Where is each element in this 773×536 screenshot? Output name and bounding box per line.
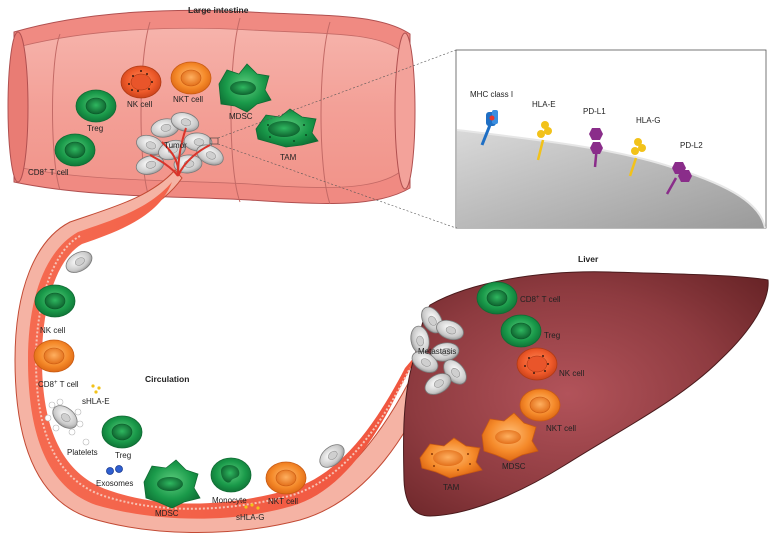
label-inset-hla-g: HLA-G [636, 116, 660, 125]
inset-cell-surface-edge [456, 129, 766, 229]
label-circulation-mdsc: MDSC [155, 509, 179, 518]
circulation-treg-cell [101, 415, 143, 449]
intestine-left-opening [7, 31, 29, 183]
label-liver-metastasis: Metastasis [418, 347, 456, 356]
mhc-class-i-molecule [480, 110, 498, 146]
label-intestine-tam: TAM [280, 153, 297, 162]
label-liver-tam: TAM [443, 483, 460, 492]
label-circulation-shla-e: sHLA-E [82, 397, 110, 406]
intestine-nkt-cell [170, 61, 212, 95]
liver-mdsc-cell [481, 412, 539, 462]
pd-l1-molecule [589, 128, 603, 168]
label-inset-pd-l1: PD-L1 [583, 107, 606, 116]
circulation-exosomes [106, 465, 123, 475]
liver-cd8-cell [476, 281, 518, 315]
label-circulation-shla-g: sHLA-G [236, 513, 264, 522]
tumor-capillaries [149, 127, 211, 177]
label-intestine-mdsc: MDSC [229, 112, 253, 121]
inset-cell-surface [457, 130, 765, 228]
label-intestine-nk-cell: NK cell [127, 100, 153, 109]
label-circulation-nk-cell: NK cell [40, 326, 66, 335]
label-inset-mhc: MHC class I [470, 90, 513, 99]
label-circulation-cd8: CD8+ T cell [38, 380, 79, 389]
label-intestine-tumor: Tumor [164, 141, 187, 150]
liver-nk-cell [516, 347, 558, 381]
intestine-treg-cell [75, 89, 117, 123]
circulation-shla-e [91, 384, 101, 394]
hla-e-molecule [536, 121, 552, 161]
large-intestine [7, 9, 416, 205]
liver-treg-cell [500, 314, 542, 348]
label-inset-hla-e: HLA-E [532, 100, 556, 109]
title-circulation: Circulation [145, 374, 189, 384]
vessel-lumen [28, 182, 422, 519]
label-circulation-nkt-cell: NKT cell [268, 497, 298, 506]
intestine-right-opening [394, 32, 416, 190]
label-circulation-exosomes: Exosomes [96, 479, 133, 488]
label-circulation-treg: Treg [115, 451, 131, 460]
label-liver-cd8: CD8+ T cell [520, 295, 561, 304]
label-circulation-monocyte: Monocyte [212, 496, 247, 505]
label-intestine-nkt-cell: NKT cell [173, 95, 203, 104]
label-liver-nk-cell: NK cell [559, 369, 585, 378]
intestine-nk-cell [120, 65, 162, 99]
hla-g-molecule [628, 138, 646, 177]
liver-organ [402, 271, 769, 517]
title-liver: Liver [578, 254, 599, 264]
circulation-nk-cell [34, 284, 76, 318]
label-intestine-treg: Treg [87, 124, 103, 133]
title-large-intestine: Large intestine [188, 5, 249, 15]
label-liver-treg: Treg [544, 331, 560, 340]
liver-nkt-cell [519, 388, 561, 422]
intestine-mdsc-cell [218, 63, 272, 113]
label-intestine-cd8: CD8+ T cell [28, 168, 69, 177]
circulation-platelet-cluster [44, 398, 90, 446]
circulation-cd8-cell [33, 339, 75, 373]
circulation-mdsc-cell [143, 459, 201, 509]
pd-l2-molecule [665, 162, 692, 195]
label-inset-pd-l2: PD-L2 [680, 141, 703, 150]
circulation-nkt-cell [265, 461, 307, 495]
liver-tam-cell [419, 437, 483, 479]
intestine-cd8-cell [54, 133, 96, 167]
label-liver-nkt-cell: NKT cell [546, 424, 576, 433]
label-circulation-platelets: Platelets [67, 448, 98, 457]
tumor-zoom-box [209, 137, 219, 145]
label-liver-mdsc: MDSC [502, 462, 526, 471]
circulation-shla-g [244, 503, 260, 510]
circulation-monocyte [210, 457, 252, 493]
intestine-folds [52, 17, 331, 205]
inset-panel [455, 49, 767, 229]
